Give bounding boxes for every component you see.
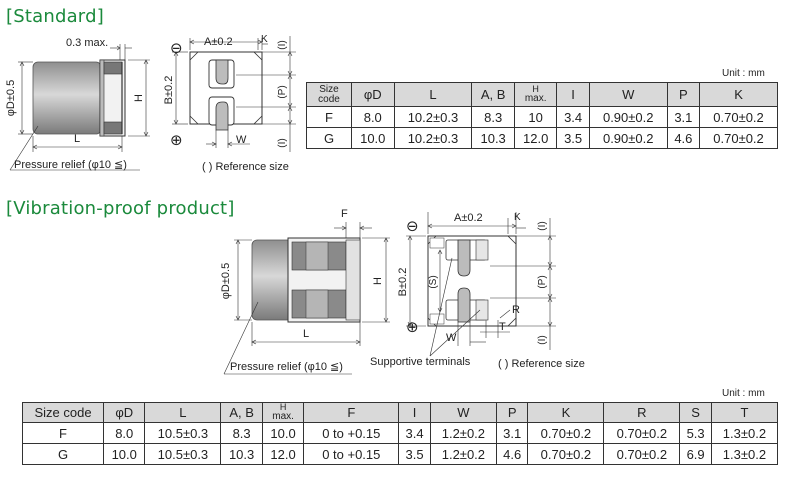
std-col-l: L — [393, 82, 473, 107]
vibration-r-label: R — [512, 304, 520, 316]
vibration-side-view — [223, 222, 390, 375]
standard-max03-label: 0.3 max. — [66, 37, 109, 49]
std-col-p: P — [666, 82, 701, 107]
vib-col-p: P — [495, 402, 529, 423]
vib-col-s: S — [679, 402, 712, 423]
svg-text:B±0.2: B±0.2 — [397, 268, 409, 297]
table-row: G 10.0 10.5±0.3 10.3 12.0 0 to +0.15 3.5… — [22, 443, 779, 465]
table-row: F 8.0 10.5±0.3 8.3 10.0 0 to +0.15 3.4 1… — [22, 422, 779, 444]
svg-text:(P): (P) — [277, 85, 288, 98]
vib-col-ab: A, B — [220, 402, 263, 423]
vibration-a-label: A±0.2 — [454, 212, 483, 224]
vib-col-f: F — [303, 402, 400, 423]
standard-spec-table: Size code φD L A, B H max. I W P K F 8.0… — [306, 82, 778, 149]
vibration-unit-label: Unit : mm — [722, 388, 765, 399]
svg-text:(I): (I) — [537, 221, 548, 230]
vibration-side-rotated-text: φD±0.5 H — [220, 263, 384, 299]
svg-text:H: H — [372, 277, 384, 285]
vibration-t-label: T — [499, 321, 506, 333]
standard-heading: [Standard] — [6, 6, 104, 27]
vibration-heading: [Vibration-proof product] — [6, 198, 235, 219]
svg-text:φD±0.5: φD±0.5 — [220, 263, 232, 299]
vibration-w-label: W — [446, 332, 457, 344]
svg-text:(I): (I) — [277, 138, 288, 147]
svg-text:B±0.2: B±0.2 — [163, 76, 175, 105]
vib-col-r: R — [603, 402, 681, 423]
std-col-phid: φD — [351, 82, 395, 107]
svg-text:(I): (I) — [277, 40, 288, 49]
standard-phid-text: φD±0.5 — [5, 80, 17, 116]
std-col-h: H max. — [513, 82, 558, 107]
standard-bottom-view — [172, 36, 296, 152]
vib-col-i: I — [398, 402, 431, 423]
svg-text:(S): (S) — [428, 275, 439, 288]
minus-polarity-icon: ⊖ — [406, 218, 419, 235]
std-col-i: I — [556, 82, 590, 107]
standard-a-label: A±0.2 — [204, 36, 233, 48]
vibration-spec-table: Size code φD L A, B H max. F I W P K R S… — [22, 402, 779, 465]
standard-l-label: L — [74, 133, 81, 145]
standard-w-label: W — [236, 134, 247, 146]
svg-text:(I): (I) — [537, 335, 548, 344]
vibration-k-label: K — [514, 212, 521, 223]
minus-polarity-icon: ⊖ — [170, 40, 183, 57]
standard-pressure-relief: Pressure relief (φ10 ≦) — [14, 159, 127, 171]
vib-col-size: Size code — [22, 402, 104, 423]
std-col-w: W — [588, 82, 668, 107]
standard-b-text: B±0.2 (I) (P) (I) — [163, 40, 288, 147]
vib-col-w: W — [429, 402, 497, 423]
table-row: F 8.0 10.2±0.3 8.3 10 3.4 0.90±0.2 3.1 0… — [306, 106, 778, 128]
std-col-size: Size code — [306, 82, 352, 107]
svg-text:(P): (P) — [537, 275, 548, 288]
vib-col-t: T — [710, 402, 779, 423]
vib-col-h: H max. — [261, 402, 305, 423]
vib-col-l: L — [144, 402, 222, 423]
standard-side-view — [9, 44, 150, 171]
vibration-f-label: F — [341, 208, 348, 220]
standard-h-text: H — [133, 94, 145, 102]
plus-polarity-icon: ⊕ — [170, 132, 183, 149]
vibration-supportive-terminals: Supportive terminals — [370, 356, 471, 368]
vib-col-phid: φD — [102, 402, 146, 423]
std-col-ab: A, B — [471, 82, 515, 107]
standard-reference-note: ( ) Reference size — [202, 161, 289, 173]
vibration-bottom-rotated-text: B±0.2 (S) (I) (P) (I) — [397, 221, 548, 344]
vibration-pressure-relief: Pressure relief (φ10 ≦) — [230, 361, 343, 373]
svg-text:φD±0.5: φD±0.5 — [5, 80, 17, 116]
vib-col-k: K — [527, 402, 605, 423]
standard-k-label: K — [261, 34, 268, 45]
vibration-bottom-view — [406, 212, 556, 357]
std-col-k: K — [699, 82, 778, 107]
vibration-l-label: L — [303, 328, 310, 340]
vibration-reference-note: ( ) Reference size — [498, 358, 585, 370]
standard-unit-label: Unit : mm — [722, 68, 765, 79]
svg-text:H: H — [133, 94, 145, 102]
plus-polarity-icon: ⊕ — [406, 319, 419, 336]
table-row: G 10.0 10.2±0.3 10.3 12.0 3.5 0.90±0.2 4… — [306, 127, 778, 149]
